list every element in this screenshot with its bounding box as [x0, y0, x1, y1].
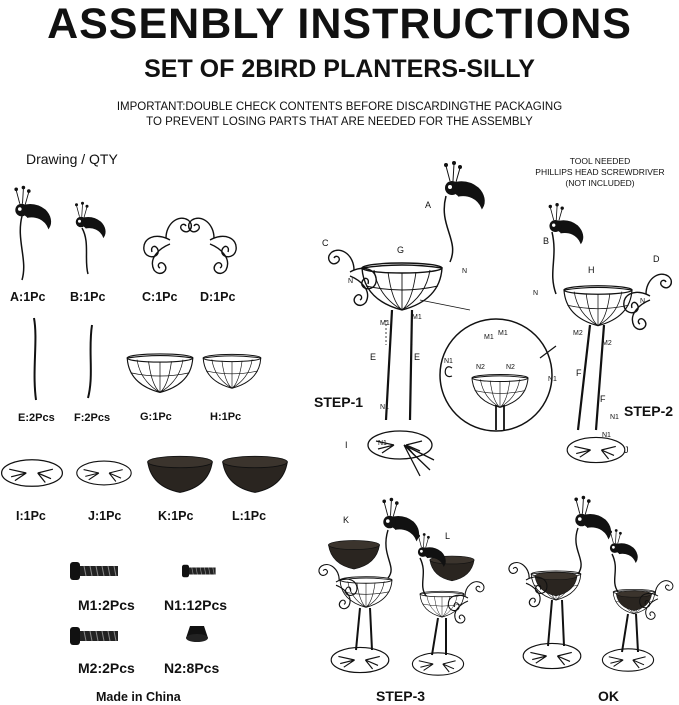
part-b-drawing [74, 201, 106, 275]
step-1-label: STEP-1 [314, 394, 364, 410]
step-1-diagram [327, 160, 557, 477]
n1-label: N1:12Pcs [164, 597, 228, 613]
m2-label: M2:2Pcs [78, 660, 135, 676]
step-3-label: STEP-3 [376, 688, 426, 704]
callout-zoom-n2-right: N2 [506, 364, 515, 371]
callout-a: A [425, 200, 432, 210]
callout-m2-left: M2 [573, 330, 583, 337]
callout-d: D [653, 254, 660, 264]
tool-line-1: TOOL NEEDED [569, 156, 631, 166]
callout-zoom-m1b: M1 [498, 330, 508, 337]
callout-zoom-m1a: M1 [484, 334, 494, 341]
callout-l: L [445, 531, 451, 541]
important-notice: IMPORTANT:DOUBLE CHECK CONTENTS BEFORE D… [0, 100, 679, 130]
part-g-label: G:1Pc [140, 411, 172, 423]
ok-label: OK [598, 688, 619, 704]
part-a-drawing [13, 185, 52, 281]
callout-f-right: F [600, 394, 606, 404]
callout-zoom-n1-right: N1 [548, 376, 557, 383]
part-a-label: A:1Pc [10, 290, 46, 304]
part-e-label: E:2Pcs [18, 412, 55, 424]
m1-label: M1:2Pcs [78, 597, 135, 613]
tool-line-3: (NOT INCLUDED) [565, 178, 635, 188]
part-h-label: H:1Pc [210, 411, 242, 423]
page-subtitle: SET OF 2BIRD PLANTERS-SILLY [144, 55, 535, 83]
part-c-drawing [143, 217, 193, 275]
callout-g: G [397, 245, 405, 255]
n2-label: N2:8Pcs [164, 660, 220, 676]
assembled-diagram [508, 495, 674, 672]
callout-n1-step2b: N1 [602, 432, 611, 439]
callout-h: H [588, 265, 595, 275]
callout-e-left: E [370, 352, 377, 362]
callout-n1-step1b: N1 [378, 440, 387, 447]
callout-n-wing: N [348, 278, 354, 285]
callout-f-left: F [576, 368, 582, 378]
callout-k: K [343, 515, 350, 525]
n1-screw-drawing [181, 564, 216, 578]
page-title: ASSENBLY INSTRUCTIONS [47, 0, 632, 48]
part-k-label: K:1Pc [158, 509, 194, 523]
part-h-drawing [202, 353, 262, 389]
callout-n1-step2a: N1 [610, 414, 619, 421]
made-in-label: Made in China [96, 690, 181, 704]
tool-line-2: PHILLIPS HEAD SCREWDRIVER [535, 167, 665, 177]
part-f-label: F:2Pcs [74, 412, 111, 424]
parts-heading: Drawing / QTY [26, 151, 118, 167]
part-d-label: D:1Pc [200, 290, 236, 304]
important-line-1: IMPORTANT:DOUBLE CHECK CONTENTS BEFORE D… [116, 101, 563, 113]
part-i-drawing [0, 459, 64, 487]
tool-note: TOOL NEEDED PHILLIPS HEAD SCREWDRIVER (N… [520, 156, 679, 189]
part-l-label: L:1Pc [232, 509, 267, 523]
part-i-label: I:1Pc [16, 509, 46, 523]
callout-n-step1: N [462, 268, 468, 275]
part-c-label: C:1Pc [142, 290, 178, 304]
n2-nut-drawing [186, 626, 208, 642]
callout-e-right: E [414, 352, 421, 362]
part-b-label: B:1Pc [70, 290, 106, 304]
callout-zoom-n2-left: N2 [476, 364, 485, 371]
step-3-diagram [318, 497, 485, 676]
part-k-drawing [147, 455, 213, 493]
callout-m1-left: M1 [380, 320, 390, 327]
callout-n-wing2: N [640, 298, 646, 305]
part-f-drawing [87, 324, 93, 399]
callout-n1-step1a: N1 [380, 404, 389, 411]
part-g-drawing [126, 353, 194, 394]
callout-i: I [345, 440, 348, 450]
part-j-drawing [76, 460, 132, 486]
part-e-drawing [33, 317, 37, 401]
callout-n-step2: N [533, 290, 539, 297]
callout-c: C [322, 238, 329, 248]
m2-screw-drawing [69, 626, 119, 646]
important-line-2: TO PREVENT LOSING PARTS THAT ARE NEEDED … [146, 116, 533, 128]
callout-zoom-n1-left: N1 [444, 358, 453, 365]
part-d-drawing [187, 217, 237, 275]
part-l-drawing [222, 455, 288, 493]
step-2-label: STEP-2 [624, 403, 674, 419]
callout-m1-right: M1 [412, 314, 422, 321]
m1-screw-drawing [69, 561, 119, 581]
callout-b: B [543, 236, 550, 246]
part-j-label: J:1Pc [88, 509, 122, 523]
callout-j: J [624, 445, 629, 455]
step-2-diagram [548, 202, 673, 464]
callout-m2-right: M2 [602, 340, 612, 347]
